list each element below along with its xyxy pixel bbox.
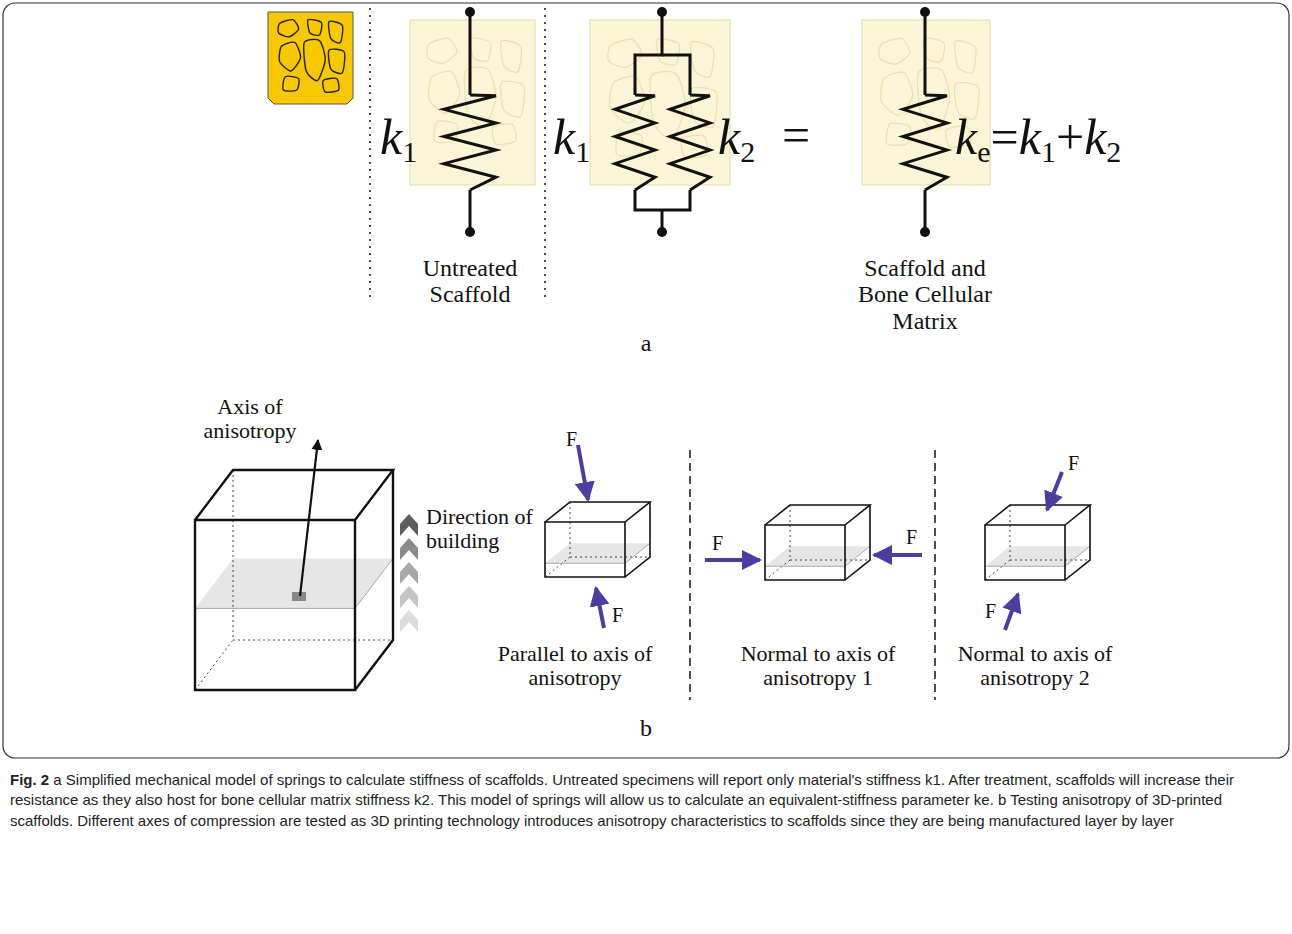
scaffold-label: Scaffold and Bone Cellular Matrix [843,255,1008,334]
pore-outline [283,76,299,91]
spring-wire [469,12,472,95]
build-chevron [400,538,418,560]
pore-outline [470,38,491,61]
spring-wire [635,190,690,210]
axis-origin [292,592,306,601]
equals-sign: = [782,108,810,163]
force-arrow [705,558,760,562]
pore-outline [923,38,944,62]
spring-wire [469,190,472,232]
spring-symbol [615,95,655,190]
divider-line [544,8,546,300]
spring-wire [662,55,690,95]
spring-symbol [903,95,947,190]
divider-line [369,8,371,300]
force-arrow [874,553,922,557]
spring-constant: k1 [380,110,417,168]
pore-outline [492,124,516,145]
pore-outline [329,21,343,43]
figure-caption: Fig. 2 a Simplified mechanical model of … [10,770,1282,831]
build-chevron [400,562,418,584]
axis-arrow [300,440,318,596]
pore-outline [328,49,344,73]
pore-outline [691,42,714,78]
figure-frame [3,3,1289,758]
pore-outline [323,78,339,92]
pore-outline [501,40,522,72]
cube-specimen [985,505,1090,580]
equivalent-stiffness: ke=k1+k2 [955,110,1121,168]
spring-constant: k2 [718,110,755,168]
direction-label: Direction of building [426,505,556,553]
panel-b-art [195,440,1090,700]
force-arrow [596,588,604,628]
spring-constant: k1 [553,110,590,168]
spring-wire [635,12,662,95]
scaffold-label: Untreated Scaffold [400,255,540,308]
divider-line [689,450,691,700]
test-label: Parallel to axis of anisotropy [480,642,670,690]
cube-specimen [195,470,393,690]
spring-wire [924,190,927,232]
test-label: Normal to axis of anisotropy 2 [935,642,1135,690]
force-arrow [1047,472,1062,510]
faint-scaffold [590,20,730,185]
force-arrow [578,445,588,500]
spring-wire [661,210,664,232]
force-label: F [985,600,996,622]
axis-label: Axis of anisotropy [190,395,310,443]
force-label: F [566,428,577,450]
pore-outline [304,39,325,80]
build-chevron [400,514,418,536]
pore-outline [656,39,679,65]
pore-outline [279,42,300,71]
pore-outline [879,38,910,64]
force-label: F [1068,452,1079,474]
pore-outline [278,20,299,37]
pore-outline [500,81,524,117]
pore-outline [608,39,642,67]
pore-outline [308,19,322,35]
cube-specimen [545,502,650,577]
force-label: F [612,604,623,626]
test-label: Normal to axis of anisotropy 1 [718,642,918,690]
spring-symbol [670,95,710,190]
build-chevron [400,610,418,632]
build-chevron [400,586,418,608]
pore-outline [955,41,976,74]
scaffold-sample [268,12,353,104]
force-label: F [712,532,723,554]
pore-outline [427,38,457,63]
force-label: F [906,526,917,548]
divider-line [934,450,936,700]
cube-specimen [765,505,870,580]
spring-symbol [444,95,496,190]
panel-letter: b [640,715,652,741]
panel-letter: a [641,330,652,356]
force-arrow [1005,594,1018,630]
spring-wire [924,12,927,95]
